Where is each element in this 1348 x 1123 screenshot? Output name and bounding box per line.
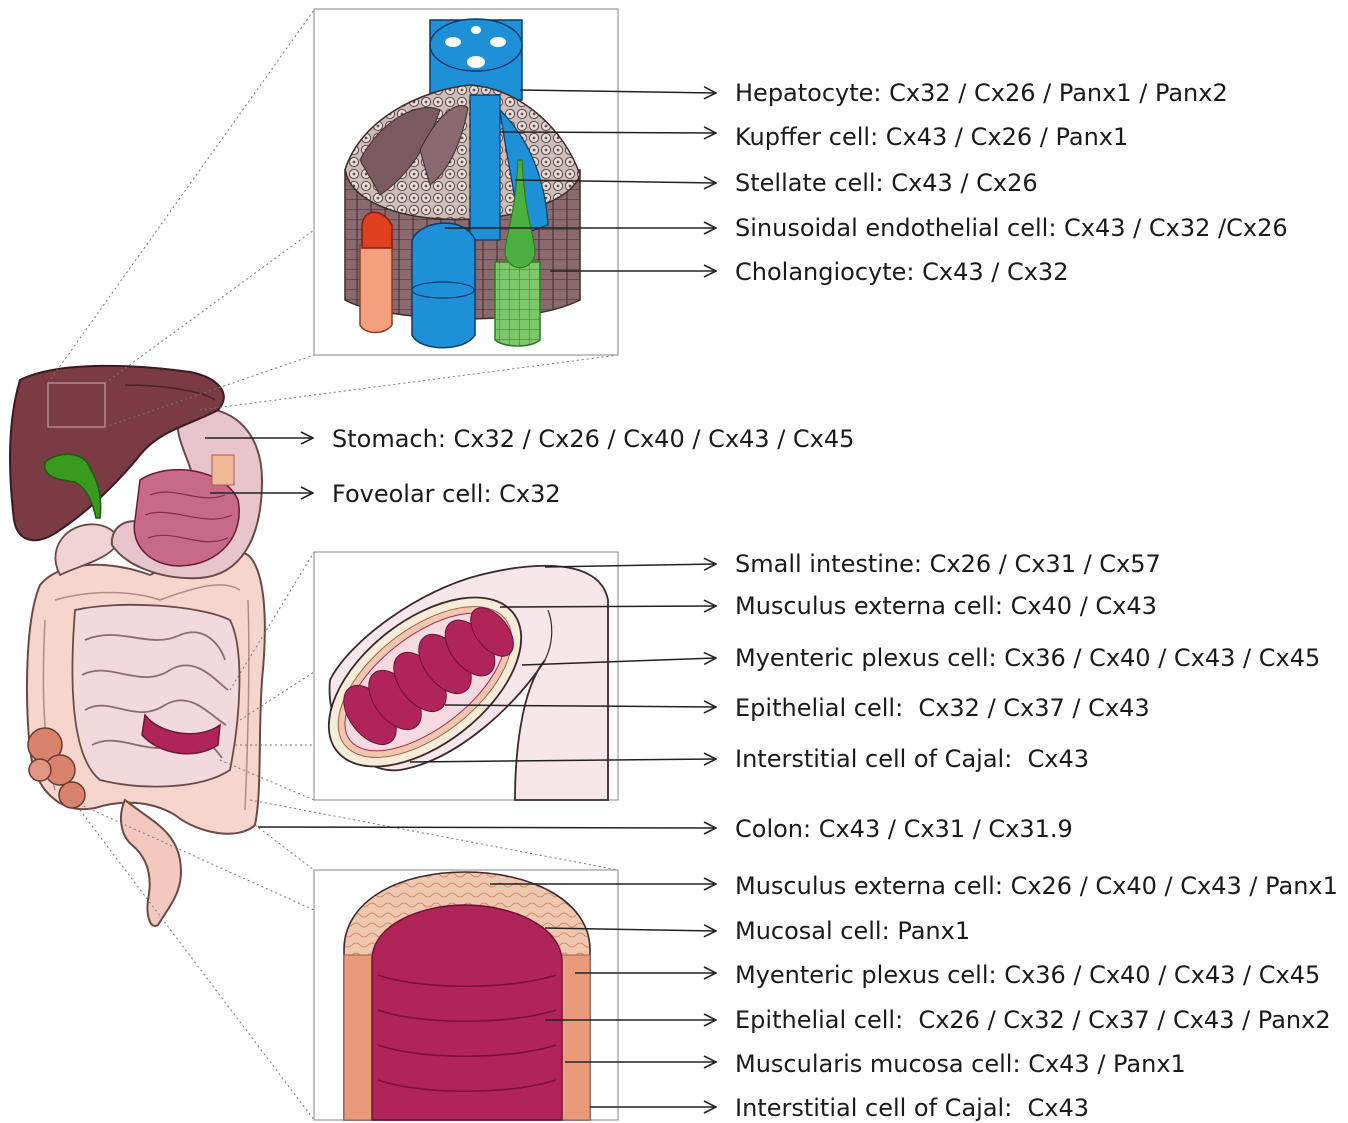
label-sinusoidal-endothelial-cell: Sinusoidal endothelial cell: Cx43 / Cx32… — [735, 214, 1288, 242]
label-musculus-externa-cell-si: Musculus externa cell: Cx40 / Cx43 — [735, 592, 1157, 620]
liver-lobule-inset — [314, 9, 618, 355]
digestive-organs — [10, 366, 265, 926]
label-epithelial-cell-colon: Epithelial cell: Cx26 / Cx32 / Cx37 / Cx… — [735, 1006, 1331, 1034]
label-stomach: Stomach: Cx32 / Cx26 / Cx40 / Cx43 / Cx4… — [332, 425, 854, 453]
label-small-intestine: Small intestine: Cx26 / Cx31 / Cx57 — [735, 550, 1161, 578]
arrow-musculus-si — [500, 606, 716, 607]
label-foveolar-cell: Foveolar cell: Cx32 — [332, 480, 561, 508]
label-muscularis-mucosa-cell: Muscularis mucosa cell: Cx43 / Panx1 — [735, 1050, 1186, 1078]
small-intestine-organ — [72, 605, 239, 787]
label-myenteric-plexus-cell-colon: Myenteric plexus cell: Cx36 / Cx40 / Cx4… — [735, 961, 1320, 989]
label-stellate-cell: Stellate cell: Cx43 / Cx26 — [735, 169, 1038, 197]
label-interstitial-cell-cajal-si: Interstitial cell of Cajal: Cx43 — [735, 745, 1089, 773]
label-interstitial-cell-cajal-colon: Interstitial cell of Cajal: Cx43 — [735, 1094, 1089, 1122]
arrow-kupffer — [500, 132, 716, 133]
label-mucosal-cell: Mucosal cell: Panx1 — [735, 917, 970, 945]
label-musculus-externa-cell-colon: Musculus externa cell: Cx26 / Cx40 / Cx4… — [735, 872, 1338, 900]
arrow-colon — [258, 827, 716, 828]
label-kupffer-cell: Kupffer cell: Cx43 / Cx26 / Panx1 — [735, 123, 1128, 151]
label-myenteric-plexus-cell-si: Myenteric plexus cell: Cx36 / Cx40 / Cx4… — [735, 644, 1320, 672]
label-epithelial-cell-si: Epithelial cell: Cx32 / Cx37 / Cx43 — [735, 694, 1150, 722]
label-cholangiocyte: Cholangiocyte: Cx43 / Cx32 — [735, 258, 1068, 286]
label-hepatocyte: Hepatocyte: Cx32 / Cx26 / Panx1 / Panx2 — [735, 79, 1228, 107]
colon-inset — [314, 870, 618, 1120]
label-colon: Colon: Cx43 / Cx31 / Cx31.9 — [735, 815, 1073, 843]
small-intestine-inset — [299, 552, 618, 800]
